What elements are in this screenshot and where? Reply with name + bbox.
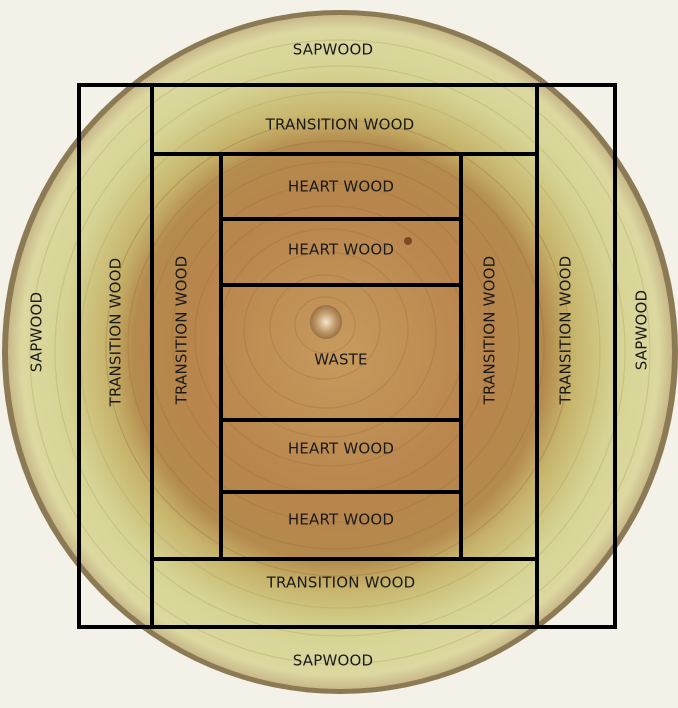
label-waste: WASTE	[314, 351, 367, 369]
label-transition-inner-right: TRANSITION WOOD	[481, 256, 499, 406]
label-sapwood-right: SAPWOOD	[633, 290, 651, 371]
label-heartwood-1: HEART WOOD	[288, 178, 394, 196]
label-transition-inner-left: TRANSITION WOOD	[173, 256, 191, 406]
label-sapwood-left: SAPWOOD	[28, 292, 46, 373]
label-heartwood-4: HEART WOOD	[288, 511, 394, 529]
label-transition-outer-left: TRANSITION WOOD	[107, 258, 125, 408]
label-heartwood-3: HEART WOOD	[288, 440, 394, 458]
pith	[310, 305, 342, 339]
knot-mark	[404, 237, 412, 245]
label-sapwood-top: SAPWOOD	[293, 41, 374, 59]
label-sapwood-bottom: SAPWOOD	[293, 652, 374, 670]
label-transition-outer-right: TRANSITION WOOD	[557, 256, 575, 406]
label-transition-top: TRANSITION WOOD	[265, 116, 415, 134]
label-transition-bottom: TRANSITION WOOD	[266, 574, 416, 592]
label-heartwood-2: HEART WOOD	[288, 241, 394, 259]
